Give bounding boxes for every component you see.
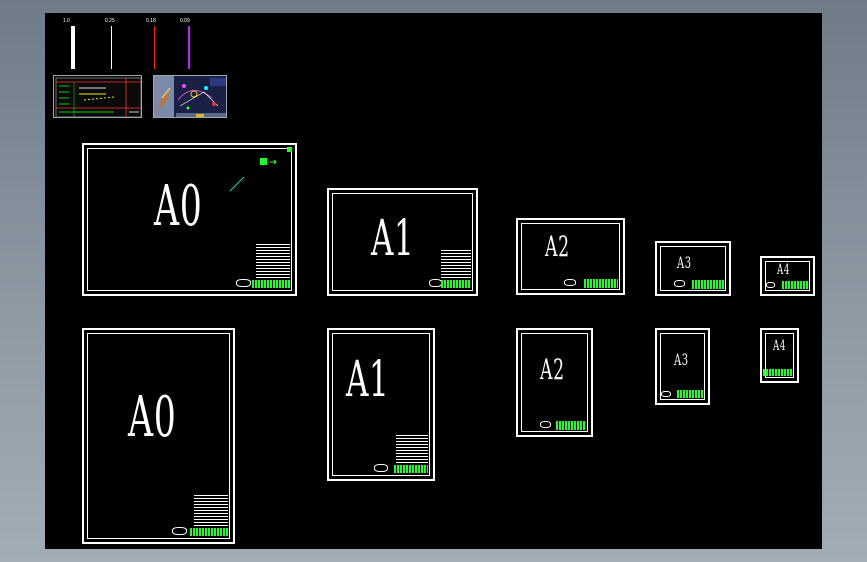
sheet-a0-landscape[interactable]: A0 bbox=[82, 143, 297, 296]
inner-border bbox=[87, 333, 230, 539]
sheet-a1-landscape[interactable]: A1 bbox=[327, 188, 478, 296]
company-logo-icon bbox=[172, 527, 187, 535]
title-block bbox=[540, 416, 588, 432]
title-block-table bbox=[256, 244, 290, 278]
sheet-a4-portrait[interactable]: A4 bbox=[760, 328, 799, 383]
title-block bbox=[766, 278, 810, 291]
inner-border bbox=[660, 333, 705, 400]
title-block-text bbox=[677, 390, 703, 398]
company-logo-icon bbox=[540, 421, 551, 428]
title-block bbox=[234, 244, 292, 291]
company-logo-icon bbox=[674, 280, 685, 287]
sheet-a2-landscape[interactable]: A2 bbox=[516, 218, 625, 295]
reference-graphic bbox=[154, 76, 226, 117]
title-block bbox=[170, 493, 230, 539]
sheet-size-label: A0 bbox=[128, 385, 177, 450]
sheet-size-label: A4 bbox=[777, 262, 791, 278]
title-block-legend-thumbnail[interactable] bbox=[53, 75, 142, 118]
inner-border bbox=[660, 246, 726, 291]
title-block-text bbox=[441, 280, 471, 288]
inner-border bbox=[87, 148, 292, 291]
title-block bbox=[674, 275, 726, 291]
lineweight-line bbox=[111, 26, 112, 69]
lineweight-line bbox=[154, 26, 155, 69]
title-block-text bbox=[692, 280, 724, 289]
sheet-a2-portrait[interactable]: A2 bbox=[516, 328, 593, 437]
sheet-a3-portrait[interactable]: A3 bbox=[655, 328, 710, 405]
inner-border bbox=[332, 193, 473, 291]
model-space-canvas[interactable]: 1.0 0.25 0.18 0.09 bbox=[45, 13, 822, 549]
sheet-size-label: A3 bbox=[677, 253, 692, 272]
company-logo-icon bbox=[564, 279, 576, 286]
title-block bbox=[429, 248, 473, 291]
inner-border bbox=[521, 333, 588, 432]
company-logo-icon bbox=[661, 391, 671, 397]
title-block-table bbox=[194, 494, 228, 526]
title-block bbox=[374, 432, 430, 476]
company-logo-icon bbox=[766, 282, 775, 288]
sheet-a1-portrait[interactable]: A1 bbox=[327, 328, 435, 481]
lineweight-line bbox=[71, 26, 75, 69]
title-block-text bbox=[763, 369, 793, 376]
reference-drawing-thumbnail[interactable] bbox=[153, 75, 227, 118]
lineweight-label: 0.18 bbox=[146, 18, 156, 24]
title-block-text bbox=[584, 279, 618, 288]
lineweight-label: 0.25 bbox=[105, 18, 115, 24]
ucs-icon bbox=[229, 147, 292, 192]
sheet-a0-portrait[interactable]: A0 bbox=[82, 328, 235, 544]
sheet-size-label: A2 bbox=[540, 353, 565, 386]
title-block-table bbox=[396, 433, 428, 463]
lineweight-label: 0.09 bbox=[180, 18, 190, 24]
title-block bbox=[661, 386, 705, 400]
title-block-table bbox=[441, 248, 471, 278]
sheet-size-label: A1 bbox=[371, 209, 415, 267]
title-block-text bbox=[556, 421, 586, 430]
sheet-size-label: A4 bbox=[773, 338, 787, 354]
sheet-a3-landscape[interactable]: A3 bbox=[655, 241, 731, 296]
company-logo-icon bbox=[374, 464, 388, 472]
title-block bbox=[761, 366, 794, 378]
title-block-text bbox=[394, 465, 428, 473]
lineweight-label: 1.0 bbox=[63, 18, 70, 24]
company-logo-icon bbox=[236, 279, 251, 287]
title-block-text bbox=[190, 528, 228, 536]
sheet-size-label: A2 bbox=[545, 230, 570, 263]
lineweight-line bbox=[188, 26, 190, 69]
sheet-size-label: A0 bbox=[154, 174, 203, 239]
title-block bbox=[564, 274, 620, 290]
sheet-size-label: A3 bbox=[674, 350, 689, 369]
inner-border bbox=[765, 261, 810, 291]
sheet-a4-landscape[interactable]: A4 bbox=[760, 256, 815, 296]
inner-border bbox=[765, 333, 794, 378]
title-block-text bbox=[252, 280, 290, 288]
inner-border bbox=[332, 333, 430, 476]
title-block-text bbox=[782, 281, 808, 289]
legend-graphic bbox=[55, 77, 141, 117]
inner-border bbox=[521, 223, 620, 290]
sheet-size-label: A1 bbox=[346, 350, 390, 408]
